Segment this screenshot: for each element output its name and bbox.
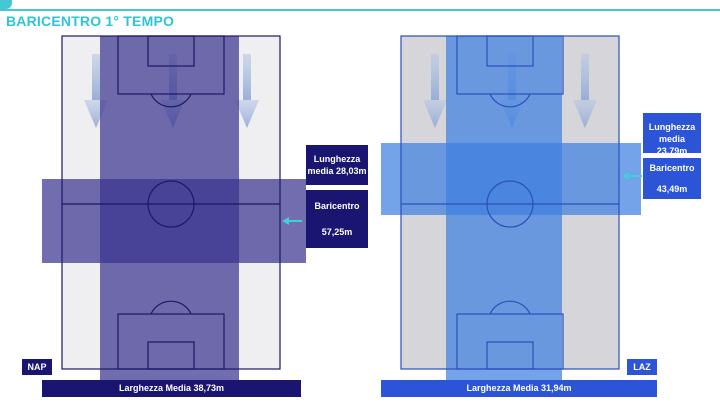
home-baricentro-box: Baricentro 57,25m — [306, 190, 368, 248]
away-length-label: Lunghezza media 23,79m — [643, 113, 701, 156]
home-pitch — [42, 35, 306, 380]
home-baricentro-value: 57,25m — [321, 227, 353, 237]
away-baricentro-box: Baricentro 43,49m — [643, 158, 701, 199]
header-divider — [0, 9, 720, 11]
away-width-label: Larghezza Media 31,94m — [381, 380, 657, 397]
page-title: BARICENTRO 1° TEMPO — [6, 13, 175, 29]
home-team-tag: NAP — [22, 359, 52, 375]
away-baricentro-label: Baricentro — [649, 163, 695, 173]
home-baricentro-label: Baricentro — [314, 201, 360, 211]
brand-logo — [0, 0, 12, 9]
home-length-band — [42, 179, 306, 263]
away-pitch — [381, 35, 642, 380]
away-baricentro-value: 43,49m — [656, 184, 688, 194]
top-header-strip — [0, 0, 720, 9]
home-length-label: Lunghezza media 28,03m — [306, 145, 368, 185]
home-width-label: Larghezza Media 38,73m — [42, 380, 301, 397]
away-length-band — [381, 143, 641, 215]
away-team-tag: LAZ — [627, 359, 657, 375]
